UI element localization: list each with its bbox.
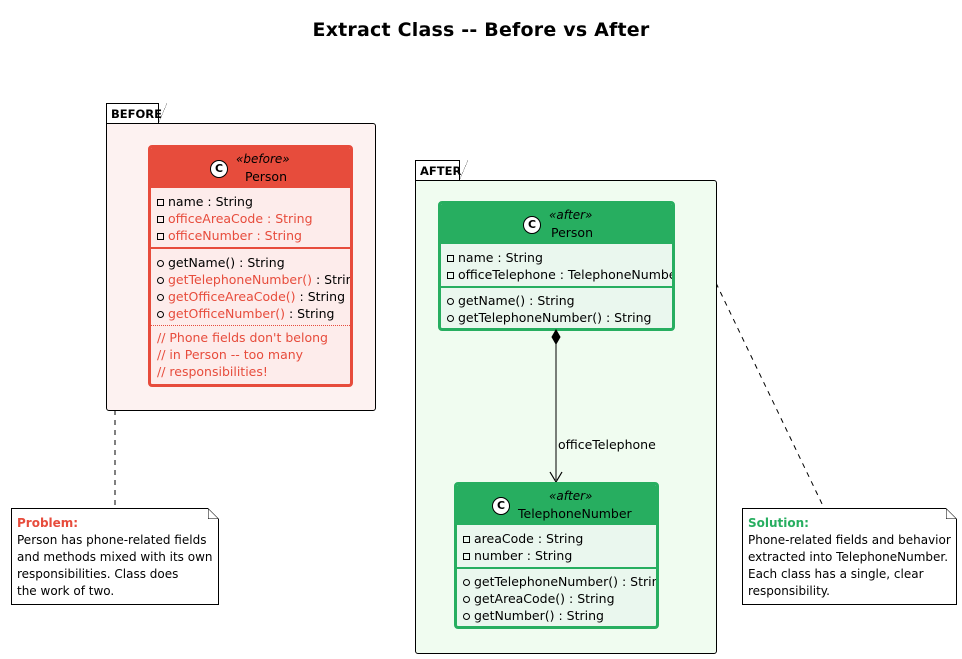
- method-text: getAreaCode() : String: [474, 591, 615, 606]
- problem-note: Problem: Person has phone-related fields…: [11, 508, 219, 605]
- private-icon: [447, 272, 454, 279]
- field-row: name : String: [441, 249, 672, 266]
- method-row: getTelephoneNumber() : String: [457, 573, 656, 590]
- field-text: officeTelephone : TelephoneNumber: [458, 267, 675, 282]
- private-icon: [157, 216, 164, 223]
- methods-section: getName() : String getTelephoneNumber() …: [441, 286, 672, 328]
- note-fold-icon: [946, 508, 957, 519]
- private-icon: [157, 199, 164, 206]
- class-header: C «before» Person: [151, 148, 350, 188]
- after-person-class[interactable]: C «after» Person name : String officeTel…: [438, 201, 675, 331]
- public-icon: [447, 315, 454, 322]
- method-row: getName() : String: [151, 254, 350, 271]
- class-name: Person: [245, 169, 288, 184]
- solution-note: Solution: Phone-related fields and behav…: [742, 508, 957, 605]
- public-icon: [447, 298, 454, 305]
- class-c-icon: C: [210, 160, 228, 178]
- public-icon: [463, 613, 470, 620]
- association-label: officeTelephone: [558, 437, 656, 452]
- class-stereotype: «after»: [549, 208, 593, 222]
- fields-section: name : String officeAreaCode : String of…: [151, 188, 350, 247]
- public-icon: [463, 596, 470, 603]
- method-text: getTelephoneNumber() : String: [458, 310, 652, 325]
- method-name: getOfficeNumber(): [168, 306, 285, 321]
- method-return: : String: [315, 272, 353, 287]
- class-c-icon: C: [492, 497, 510, 515]
- method-name: getName(): [168, 255, 236, 270]
- field-text: name : String: [458, 250, 543, 265]
- field-text: officeAreaCode : String: [168, 211, 313, 226]
- problem-heading: Problem:: [17, 516, 79, 530]
- class-header: C «after» Person: [441, 204, 672, 244]
- method-row: getTelephoneNumber() : String: [151, 271, 350, 288]
- method-row: getOfficeNumber() : String: [151, 305, 350, 322]
- method-return: : String: [235, 255, 285, 270]
- public-icon: [157, 260, 164, 267]
- note-line: the work of two.: [17, 584, 115, 598]
- class-c-icon: C: [523, 216, 541, 234]
- comment-section: // Phone fields don't belong // in Perso…: [151, 325, 350, 380]
- method-row: getName() : String: [441, 292, 672, 309]
- diagram-title: Extract Class -- Before vs After: [312, 19, 650, 41]
- field-row: officeTelephone : TelephoneNumber: [441, 266, 672, 283]
- solution-heading: Solution:: [748, 516, 809, 530]
- comment-line: // Phone fields don't belong: [157, 330, 328, 345]
- public-icon: [463, 579, 470, 586]
- method-name: getOfficeAreaCode(): [168, 289, 296, 304]
- field-row: name : String: [151, 193, 350, 210]
- fields-section: name : String officeTelephone : Telephon…: [441, 244, 672, 286]
- before-person-class[interactable]: C «before» Person name : String officeAr…: [148, 145, 353, 387]
- public-icon: [157, 311, 164, 318]
- methods-section: getName() : String getTelephoneNumber() …: [151, 247, 350, 325]
- after-package-tab: AFTER: [415, 160, 468, 181]
- private-icon: [463, 536, 470, 543]
- note-line: Each class has a single, clear: [748, 567, 924, 581]
- class-stereotype: «before»: [236, 152, 290, 166]
- field-text: name : String: [168, 194, 253, 209]
- comment-line: // responsibilities!: [157, 364, 268, 379]
- field-row: areaCode : String: [457, 530, 656, 547]
- field-text: number : String: [474, 548, 573, 563]
- note-fold-icon: [208, 508, 219, 519]
- method-name: getTelephoneNumber(): [168, 272, 312, 287]
- method-return: : String: [295, 289, 346, 304]
- private-icon: [157, 233, 164, 240]
- public-icon: [157, 294, 164, 301]
- field-text: areaCode : String: [474, 531, 584, 546]
- field-row: number : String: [457, 547, 656, 564]
- class-stereotype: «after»: [549, 489, 593, 503]
- method-text: getTelephoneNumber() : String: [474, 574, 659, 589]
- field-row: officeAreaCode : String: [151, 210, 350, 227]
- class-name: Person: [551, 225, 594, 240]
- methods-section: getTelephoneNumber() : String getAreaCod…: [457, 567, 656, 626]
- note-line: responsibility.: [748, 584, 830, 598]
- method-row: getAreaCode() : String: [457, 590, 656, 607]
- comment-line: // in Person -- too many: [157, 347, 304, 362]
- note-line: extracted into TelephoneNumber.: [748, 550, 949, 564]
- public-icon: [157, 277, 164, 284]
- note-line: and methods mixed with its own: [17, 550, 213, 564]
- method-row: getNumber() : String: [457, 607, 656, 624]
- class-name: TelephoneNumber: [518, 506, 632, 521]
- field-text: officeNumber : String: [168, 228, 302, 243]
- method-return: : String: [284, 306, 335, 321]
- fields-section: areaCode : String number : String: [457, 525, 656, 567]
- before-package-tab: BEFORE: [106, 103, 167, 124]
- method-row: getOfficeAreaCode() : String: [151, 288, 350, 305]
- method-row: getTelephoneNumber() : String: [441, 309, 672, 326]
- private-icon: [463, 553, 470, 560]
- method-text: getNumber() : String: [474, 608, 604, 623]
- telephone-number-class[interactable]: C «after» TelephoneNumber areaCode : Str…: [454, 482, 659, 629]
- note-line: responsibilities. Class does: [17, 567, 179, 581]
- field-row: officeNumber : String: [151, 227, 350, 244]
- private-icon: [447, 255, 454, 262]
- note-line: Phone-related fields and behavior: [748, 533, 951, 547]
- method-text: getName() : String: [458, 293, 575, 308]
- note-line: Person has phone-related fields: [17, 533, 207, 547]
- class-header: C «after» TelephoneNumber: [457, 485, 656, 525]
- solution-note-connector: [715, 282, 825, 509]
